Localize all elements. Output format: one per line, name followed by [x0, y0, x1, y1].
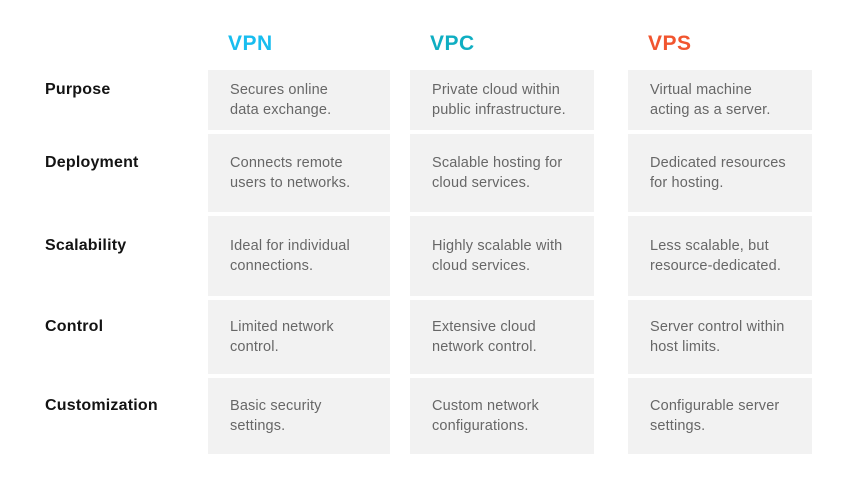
row-label-purpose: Purpose	[45, 70, 197, 130]
vpc-cells: Private cloud within public infrastructu…	[410, 70, 594, 454]
cell-vps-control: Server control within host limits.	[628, 300, 812, 374]
cell-text: Secures online data exchange.	[230, 82, 332, 118]
cell-vpc-control: Extensive cloud network control.	[410, 300, 594, 374]
cell-text: Connects remote users to networks.	[230, 155, 351, 191]
row-label-text: Purpose	[45, 81, 111, 98]
vpn-column-header: VPN	[228, 32, 273, 55]
column-vpc: VPC Private cloud within public infrastr…	[410, 30, 594, 454]
cell-text: Configurable server settings.	[650, 398, 780, 434]
row-label-text: Scalability	[45, 237, 127, 254]
cell-text: Highly scalable with cloud services.	[432, 238, 563, 274]
cell-vpc-deployment: Scalable hosting for cloud services.	[410, 134, 594, 212]
cell-text: Basic security settings.	[230, 398, 322, 434]
row-label-customization: Customization	[45, 378, 197, 454]
cell-vpn-scalability: Ideal for individual connections.	[208, 216, 390, 296]
cell-vps-customization: Configurable server settings.	[628, 378, 812, 454]
cell-vps-deployment: Dedicated resources for hosting.	[628, 134, 812, 212]
column-vpn: VPN Secures online data exchange. Connec…	[208, 30, 390, 454]
vps-cells: Virtual machine acting as a server. Dedi…	[628, 70, 812, 454]
cell-text: Virtual machine acting as a server.	[650, 82, 771, 118]
vpn-cells: Secures online data exchange. Connects r…	[208, 70, 390, 454]
cell-vpc-customization: Custom network configurations.	[410, 378, 594, 454]
row-label-deployment: Deployment	[45, 134, 197, 212]
cell-vps-scalability: Less scalable, but resource-dedicated.	[628, 216, 812, 296]
cell-vpn-customization: Basic security settings.	[208, 378, 390, 454]
row-label-text: Customization	[45, 397, 158, 414]
cell-text: Ideal for individual connections.	[230, 238, 350, 274]
vps-column-header: VPS	[648, 32, 692, 55]
row-label-text: Deployment	[45, 154, 139, 171]
cell-text: Server control within host limits.	[650, 319, 785, 355]
column-vps: VPS Virtual machine acting as a server. …	[628, 30, 812, 454]
cell-text: Less scalable, but resource-dedicated.	[650, 238, 782, 274]
cell-vpn-control: Limited network control.	[208, 300, 390, 374]
cell-vpn-deployment: Connects remote users to networks.	[208, 134, 390, 212]
cell-vpc-scalability: Highly scalable with cloud services.	[410, 216, 594, 296]
row-label-text: Control	[45, 318, 104, 335]
cell-text: Extensive cloud network control.	[432, 319, 537, 355]
cell-vps-purpose: Virtual machine acting as a server.	[628, 70, 812, 130]
cell-text: Dedicated resources for hosting.	[650, 155, 786, 191]
cell-vpn-purpose: Secures online data exchange.	[208, 70, 390, 130]
cell-vpc-purpose: Private cloud within public infrastructu…	[410, 70, 594, 130]
cell-text: Custom network configurations.	[432, 398, 539, 434]
cell-text: Private cloud within public infrastructu…	[432, 82, 566, 118]
row-labels-column: Purpose Deployment Scalability Control C…	[45, 70, 197, 454]
row-label-control: Control	[45, 300, 197, 374]
cell-text: Limited network control.	[230, 319, 334, 355]
cell-text: Scalable hosting for cloud services.	[432, 155, 563, 191]
vpc-column-header: VPC	[430, 32, 475, 55]
row-label-scalability: Scalability	[45, 216, 197, 296]
